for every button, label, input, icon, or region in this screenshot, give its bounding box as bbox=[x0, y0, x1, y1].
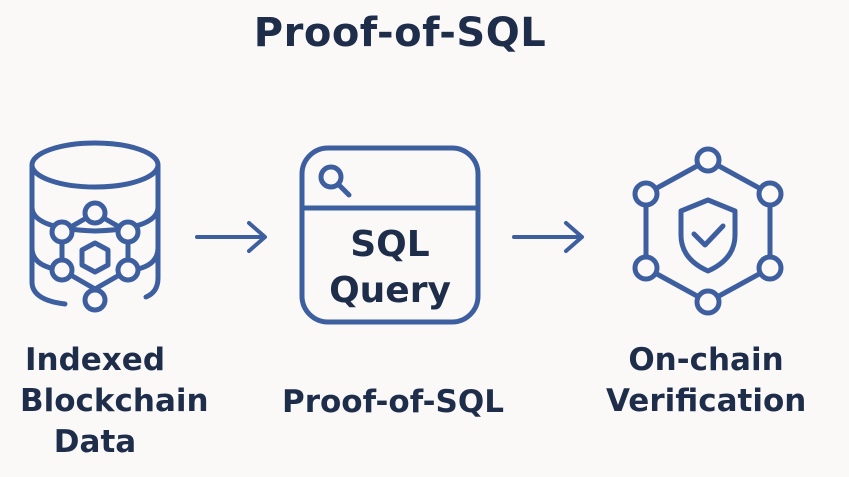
shield-check-network-icon bbox=[632, 146, 784, 316]
label-line: Verification bbox=[606, 383, 807, 419]
arrow-right-icon bbox=[195, 221, 267, 253]
sql-query-box-text: SQL Query bbox=[302, 222, 478, 314]
node-label-indexed-blockchain-data: Indexed Blockchain Data bbox=[20, 340, 209, 463]
label-line: Proof-of-SQL bbox=[282, 384, 504, 420]
arrow-right-icon bbox=[512, 221, 584, 253]
node-label-on-chain-verification: On-chain Verification bbox=[606, 340, 806, 422]
box-line: Query bbox=[329, 270, 451, 311]
label-line: Data bbox=[53, 424, 137, 460]
box-line: SQL bbox=[350, 224, 430, 265]
database-network-icon bbox=[29, 140, 161, 313]
label-line: On-chain bbox=[628, 342, 784, 378]
label-line: Blockchain bbox=[20, 383, 209, 419]
diagram-title: Proof-of-SQL bbox=[253, 10, 547, 56]
search-window-icon bbox=[299, 145, 481, 325]
label-line: Indexed bbox=[24, 342, 166, 378]
node-label-proof-of-sql: Proof-of-SQL bbox=[282, 382, 504, 423]
